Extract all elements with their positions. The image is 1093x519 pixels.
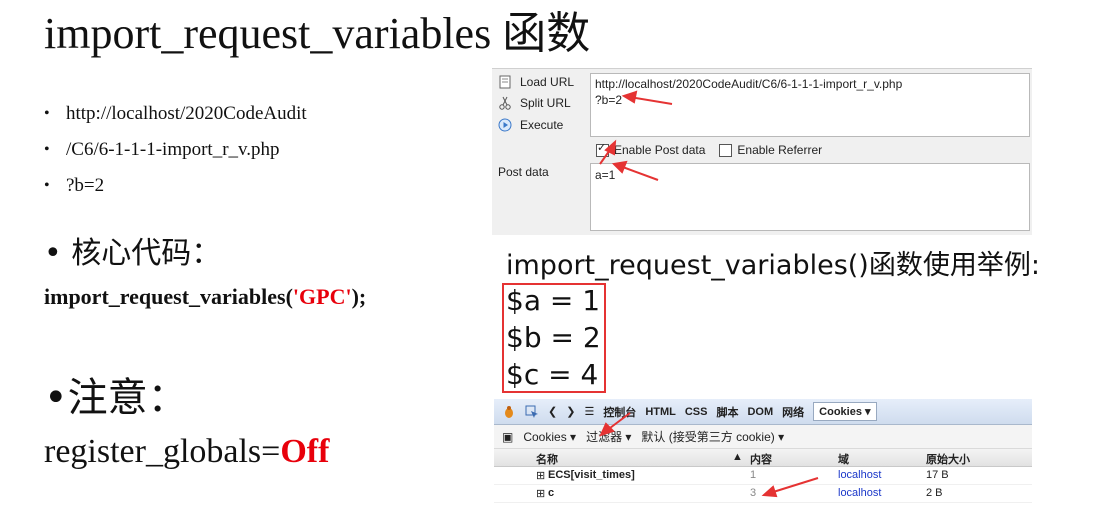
play-icon bbox=[498, 118, 512, 132]
core-code: import_request_variables('GPC'); bbox=[44, 282, 366, 312]
back-icon[interactable]: ❮ bbox=[548, 406, 558, 418]
cookie-name: c bbox=[548, 487, 555, 499]
enable-post-label: Enable Post data bbox=[614, 143, 706, 157]
load-url-icon bbox=[499, 75, 511, 89]
firebug-icon[interactable] bbox=[502, 405, 516, 419]
slide-title: import_request_variables 函数 bbox=[44, 9, 591, 58]
col-content[interactable]: 内容 bbox=[750, 454, 772, 466]
table-row[interactable]: ⊞ ECS[visit_times] 1 localhost 17 B bbox=[494, 467, 1032, 485]
default-policy-menu[interactable]: 默认 (接受第三方 cookie) ▾ bbox=[641, 430, 785, 444]
col-size[interactable]: 原始大小 bbox=[926, 454, 970, 466]
register-globals-value: Off bbox=[280, 433, 330, 470]
enable-post-checkbox[interactable]: Enable Post data bbox=[596, 141, 706, 158]
expand-icon[interactable]: ⊞ bbox=[536, 470, 546, 482]
url-textarea[interactable]: http://localhost/2020CodeAudit/C6/6-1-1-… bbox=[590, 73, 1030, 137]
register-globals-line: register_globals=Off bbox=[44, 430, 329, 474]
tab-console[interactable]: 控制台 bbox=[603, 406, 637, 419]
inspect-icon[interactable] bbox=[525, 405, 539, 419]
bullet-host: http://localhost/2020CodeAudit bbox=[44, 96, 307, 132]
cookie-size: 17 B bbox=[926, 469, 949, 481]
core-code-arg: 'GPC' bbox=[292, 284, 352, 309]
cookies-subtoolbar: ▣ Cookies ▾ 过滤器 ▾ 默认 (接受第三方 cookie) ▾ bbox=[494, 425, 1032, 449]
core-code-heading: • 核心代码： bbox=[44, 236, 222, 271]
tab-css[interactable]: CSS bbox=[684, 405, 708, 418]
scissors-icon bbox=[499, 96, 511, 110]
cookie-name: ECS[visit_times] bbox=[548, 469, 635, 481]
execute-label: Execute bbox=[520, 118, 564, 132]
col-name[interactable]: 名称 bbox=[536, 454, 558, 466]
register-globals-label: register_globals= bbox=[44, 433, 281, 470]
var-a-line: $a = 1 bbox=[506, 284, 601, 317]
tab-network[interactable]: 网络 bbox=[782, 406, 805, 419]
var-b-line: $b = 2 bbox=[506, 321, 601, 354]
cookie-size: 2 B bbox=[926, 487, 943, 499]
filter-menu[interactable]: 过滤器 ▾ bbox=[586, 430, 632, 444]
tab-html[interactable]: HTML bbox=[645, 405, 676, 418]
split-url-label: Split URL bbox=[520, 96, 571, 110]
cookie-domain[interactable]: localhost bbox=[838, 469, 882, 481]
tab-cookies[interactable]: Cookies ▾ bbox=[813, 402, 877, 421]
table-row[interactable]: ⊞ c 3 localhost 2 B bbox=[494, 485, 1032, 503]
post-data-value: a=1 bbox=[595, 168, 616, 182]
cookies-menu[interactable]: Cookies ▾ bbox=[523, 429, 577, 444]
col-domain[interactable]: 域 bbox=[838, 454, 849, 466]
var-c-line: $c = 4 bbox=[506, 358, 599, 391]
devtools-panel: ❮ ❯ ☰ 控制台 HTML CSS 脚本 DOM 网络 Cookies ▾ ▣… bbox=[494, 399, 1032, 511]
cookie-content: 3 bbox=[750, 487, 757, 499]
vars-highlight-box bbox=[502, 283, 606, 393]
tab-dom[interactable]: DOM bbox=[747, 405, 774, 418]
core-code-suffix: ); bbox=[351, 284, 367, 309]
note-heading: •注意： bbox=[44, 375, 188, 421]
hackbar-panel: Load URL Split URL Execute http://localh… bbox=[492, 68, 1032, 235]
load-url-button[interactable]: Load URL bbox=[498, 72, 574, 92]
expand-icon[interactable]: ⊞ bbox=[536, 488, 546, 500]
execute-button[interactable]: Execute bbox=[498, 115, 563, 135]
url-bullet-list: http://localhost/2020CodeAudit /C6/6-1-1… bbox=[44, 96, 307, 204]
split-url-button[interactable]: Split URL bbox=[498, 93, 571, 113]
example-title: import_request_variables()函数使用举例: bbox=[506, 250, 1040, 281]
checkbox-checked-icon bbox=[596, 141, 609, 158]
sort-asc-icon: ▲ bbox=[732, 451, 743, 463]
cookie-content: 1 bbox=[750, 469, 757, 481]
forward-icon[interactable]: ❯ bbox=[566, 406, 576, 418]
cookie-domain[interactable]: localhost bbox=[838, 487, 882, 499]
cookie-panel-icon[interactable]: ▣ bbox=[502, 429, 514, 444]
devtools-toolbar: ❮ ❯ ☰ 控制台 HTML CSS 脚本 DOM 网络 Cookies ▾ bbox=[494, 399, 1032, 425]
option-checkboxes: Enable Post data Enable Referrer bbox=[596, 141, 823, 158]
tab-script[interactable]: 脚本 bbox=[716, 406, 739, 419]
core-code-prefix: import_request_variables( bbox=[44, 284, 293, 309]
command-line-icon[interactable]: ☰ bbox=[584, 406, 595, 418]
bullet-query: ?b=2 bbox=[44, 168, 307, 204]
bullet-path: /C6/6-1-1-1-import_r_v.php bbox=[44, 132, 307, 168]
url-line-2: ?b=2 bbox=[595, 93, 623, 107]
enable-referrer-label: Enable Referrer bbox=[737, 143, 823, 157]
cookies-table-header: 名称 ▲ 内容 域 原始大小 bbox=[494, 449, 1032, 467]
url-line-1: http://localhost/2020CodeAudit/C6/6-1-1-… bbox=[595, 77, 903, 91]
load-url-label: Load URL bbox=[520, 75, 575, 89]
post-data-textarea[interactable]: a=1 bbox=[590, 163, 1030, 231]
enable-referrer-checkbox[interactable]: Enable Referrer bbox=[719, 143, 823, 158]
checkbox-unchecked-icon bbox=[719, 144, 733, 158]
post-data-label: Post data bbox=[498, 165, 549, 179]
